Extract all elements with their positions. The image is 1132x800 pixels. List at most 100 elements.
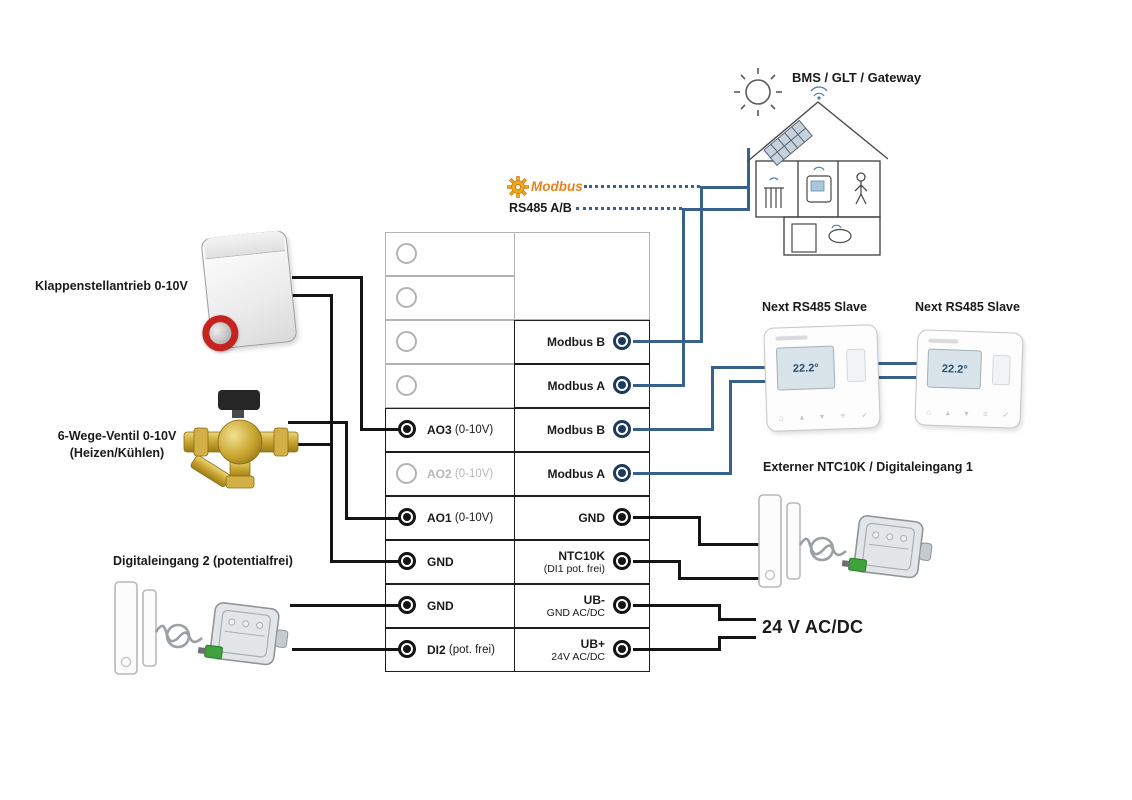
bms-building-illustration xyxy=(734,68,888,256)
terminal-label-ao1: AO1 (0-10V) xyxy=(427,511,494,525)
wire-segment xyxy=(290,604,400,607)
wire-segment xyxy=(633,604,720,607)
terminal-label-modbus-b-2: Modbus B xyxy=(547,422,605,437)
wire-segment xyxy=(633,516,700,519)
terminal-gnd-2 xyxy=(398,596,416,614)
slave-screen-temp: 22.2° xyxy=(792,361,819,375)
wire-segment xyxy=(286,443,333,446)
terminal-modbus-b-1 xyxy=(613,332,631,350)
wire-segment xyxy=(330,560,400,563)
modbus-wire xyxy=(747,148,750,210)
slave-screen: 22.2° xyxy=(776,345,836,391)
solar-panel-icon xyxy=(763,119,813,167)
modbus-wire xyxy=(682,208,750,211)
wire-segment xyxy=(360,276,363,431)
modbus-wire xyxy=(633,472,732,475)
wire-segment xyxy=(360,428,400,431)
terminal-ntc10k xyxy=(613,552,631,570)
modbus-wire xyxy=(633,428,714,431)
wire-segment xyxy=(292,276,362,279)
terminal-modbus-b-2 xyxy=(613,420,631,438)
wire-segment xyxy=(633,648,720,651)
slave-screen-temp: 22.2° xyxy=(941,362,968,376)
modbus-dotted-wire xyxy=(584,185,700,188)
terminal-ao2 xyxy=(396,463,417,484)
wire-segment xyxy=(330,294,333,563)
rs485-slave-device-2: 22.2° ⌂▴▾≡✓ xyxy=(914,329,1024,429)
terminal-label-gnd-right: GND xyxy=(578,510,605,525)
di2-label: Digitaleingang 2 (potentialfrei) xyxy=(113,554,293,568)
radiator-icon xyxy=(764,177,784,208)
terminal-modbus-a-1 xyxy=(613,376,631,394)
modbus-wire xyxy=(633,340,702,343)
modbus-wire xyxy=(877,362,918,365)
valve-label-line1: 6-Wege-Ventil 0-10V xyxy=(57,429,177,443)
terminal-label-ub-minus: UB-GND AC/DC xyxy=(546,592,605,619)
door-contact-sensor-image xyxy=(114,581,289,675)
wire-segment xyxy=(718,636,756,639)
terminal-label-ub-plus: UB+24V AC/DC xyxy=(551,636,605,663)
ntc-label: Externer NTC10K / Digitaleingang 1 xyxy=(763,460,973,474)
terminal-label-gnd-2: GND xyxy=(427,599,454,613)
wire-segment xyxy=(678,560,681,580)
sun-icon xyxy=(734,68,782,116)
terminal-empty xyxy=(396,287,417,308)
wire-segment xyxy=(718,604,721,621)
slave-buttons: ⌂▴▾≡✓ xyxy=(926,408,1010,420)
terminal-gnd-1 xyxy=(398,552,416,570)
slave-screen: 22.2° xyxy=(927,348,983,390)
valve-label: 6-Wege-Ventil 0-10V (Heizen/Kühlen) xyxy=(37,428,197,462)
power-label: 24 V AC/DC xyxy=(762,617,864,637)
slave1-label: Next RS485 Slave xyxy=(762,300,867,314)
terminal-ub-minus xyxy=(613,596,631,614)
terminal-label-ao3: AO3 (0-10V) xyxy=(427,423,494,437)
bms-label: BMS / GLT / Gateway xyxy=(792,70,922,85)
terminal-ao3 xyxy=(398,420,416,438)
terminal-label-modbus-a-1: Modbus A xyxy=(547,378,605,393)
wire-segment xyxy=(292,648,400,651)
modbus-wire xyxy=(711,366,714,431)
rs485-slave-device-1: 22.2° ⌂▴▾≡✓ xyxy=(763,324,881,432)
thermostat-icon xyxy=(806,166,832,203)
wire-segment xyxy=(678,577,763,580)
slave-brand-mark xyxy=(775,335,808,341)
modbus-dotted-wire xyxy=(576,207,682,210)
basement-equipment-icon xyxy=(791,223,852,253)
terminal-label-modbus-a-2: Modbus A xyxy=(547,466,605,481)
slave-side-window xyxy=(845,348,866,383)
terminal-label-gnd-1: GND xyxy=(427,555,454,569)
person-icon xyxy=(854,172,868,205)
terminal-empty xyxy=(396,331,417,352)
terminal-label-modbus-b-1: Modbus B xyxy=(547,334,605,349)
slave-brand-mark xyxy=(928,338,958,344)
terminal-modbus-a-2 xyxy=(613,464,631,482)
valve-label-line2: (Heizen/Kühlen) xyxy=(69,445,165,460)
modbus-wire xyxy=(729,380,773,383)
wire-segment xyxy=(345,421,348,520)
terminal-empty xyxy=(396,375,417,396)
damper-label: Klappenstellantrieb 0-10V xyxy=(35,279,188,293)
damper-actuator-image xyxy=(200,229,298,354)
wire-segment xyxy=(698,543,763,546)
terminal-ao1 xyxy=(398,508,416,526)
wire-segment xyxy=(288,421,348,424)
modbus-wire xyxy=(711,366,771,369)
wire-segment xyxy=(718,636,721,651)
slave-side-window xyxy=(991,354,1011,386)
terminal-label-ao2: AO2 (0-10V) xyxy=(427,467,494,481)
wire-segment xyxy=(698,516,701,546)
terminal-cell xyxy=(514,232,650,320)
wire-segment xyxy=(633,560,680,563)
terminal-label-ntc10k: NTC10K(DI1 pot. frei) xyxy=(543,548,605,575)
wire-segment xyxy=(292,294,332,297)
terminal-cell xyxy=(514,540,650,584)
modbus-wire xyxy=(877,376,918,379)
ntc10k-sensor-image xyxy=(758,494,933,588)
terminal-di2 xyxy=(398,640,416,658)
terminal-gnd-right xyxy=(613,508,631,526)
modbus-wire xyxy=(700,186,703,343)
house-outline xyxy=(747,101,888,256)
slave-buttons: ⌂▴▾≡✓ xyxy=(778,410,869,423)
modbus-logo-text: Modbus xyxy=(531,179,583,194)
